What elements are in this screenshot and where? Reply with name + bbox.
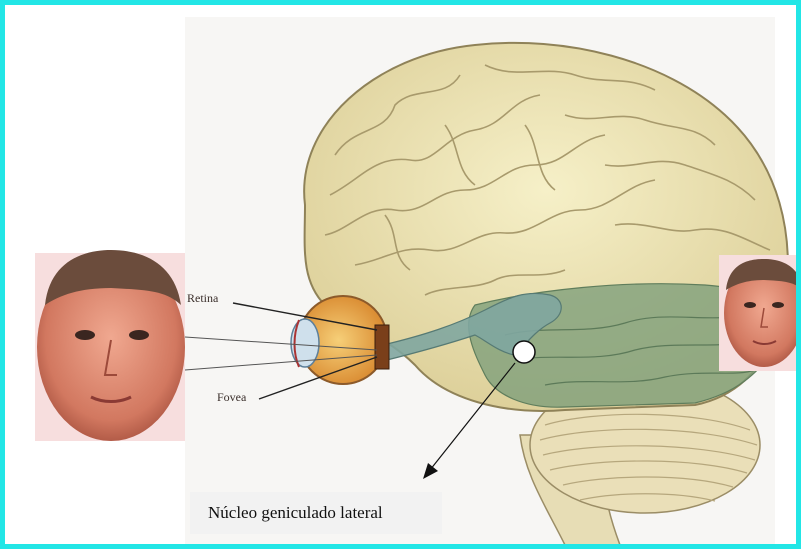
left-face-eye-right bbox=[129, 330, 149, 340]
lgn-caption: Núcleo geniculado lateral bbox=[208, 503, 383, 523]
right-face-eye-right bbox=[772, 302, 784, 308]
brain-diagram bbox=[5, 5, 801, 549]
lgn-marker bbox=[513, 341, 535, 363]
retina-label: Retina bbox=[187, 291, 218, 306]
fovea-label: Fovea bbox=[217, 390, 246, 405]
left-face-eye-left bbox=[75, 330, 95, 340]
retina-block bbox=[375, 325, 389, 369]
right-face-eye-left bbox=[744, 302, 756, 308]
